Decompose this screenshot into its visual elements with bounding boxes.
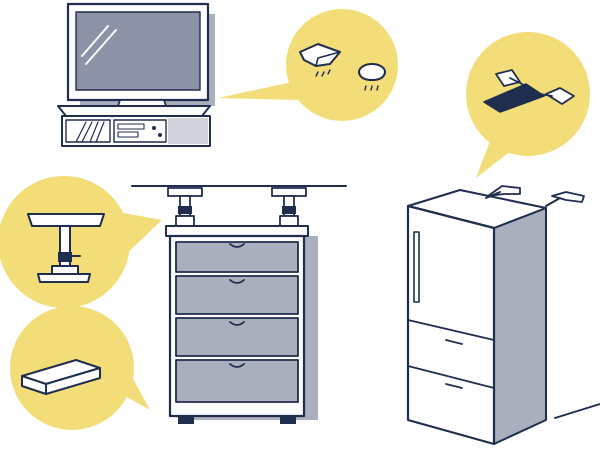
refrigerator-icon [406, 185, 600, 446]
fridge-front [406, 204, 496, 446]
gel-pad-icon [299, 43, 386, 91]
tv-stand-device [113, 119, 167, 143]
tension-pole-icon [27, 213, 105, 283]
ceiling-tension-pole [131, 185, 347, 227]
belt-strap-icon [483, 69, 575, 113]
fixing-belt [485, 185, 585, 207]
bubble-fixing-belt [466, 32, 590, 178]
stopper-board-icon [21, 359, 101, 395]
floor-line [554, 403, 600, 419]
tv-screen [75, 11, 201, 91]
fridge-handle [413, 231, 420, 303]
tv-stand-shading [168, 118, 208, 144]
tv-stand-top [57, 105, 211, 117]
bubble-gel-pads [218, 9, 398, 121]
fridge-side [493, 207, 547, 445]
screen-glare [81, 25, 109, 57]
drawer-chest-icon [165, 225, 318, 424]
tv-on-stand [57, 2, 215, 147]
bubble-tension-pole [0, 176, 162, 308]
drawer [175, 317, 299, 357]
drawer [175, 275, 299, 315]
screen-glare [85, 29, 117, 65]
